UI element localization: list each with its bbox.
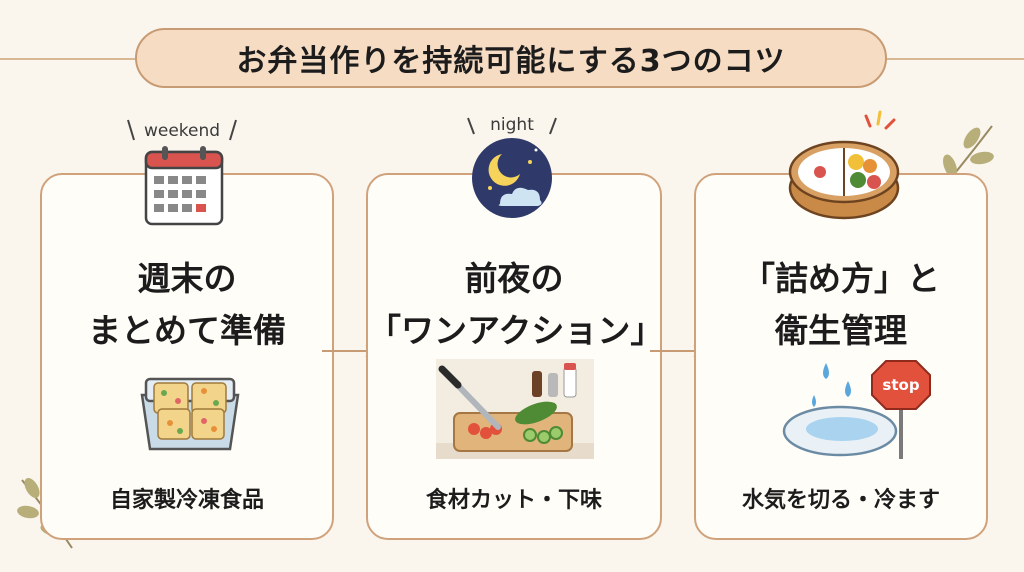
card-caption: 自家製冷凍食品 bbox=[109, 488, 264, 513]
card-night-prep: 前夜の 「ワンアクション」 食材カット・下味 bbox=[366, 173, 664, 540]
moon-cloud-icon: night bbox=[467, 115, 557, 218]
stop-sign-text: stop bbox=[882, 376, 919, 394]
card-title: 前夜の 「ワンアクション」 bbox=[368, 259, 664, 350]
card-caption: 食材カット・下味 bbox=[425, 488, 602, 513]
bento-box-icon bbox=[788, 110, 900, 220]
card-title: 週末の まとめて準備 bbox=[88, 259, 286, 350]
card-caption: 水気を切る・冷ます bbox=[741, 488, 940, 513]
tag-weekend: weekend bbox=[144, 121, 220, 141]
card-title: 「詰め方」と 衛生管理 bbox=[742, 259, 940, 350]
card-weekend-prep: 週末の まとめて準備 自家製冷凍食品 bbox=[40, 173, 334, 540]
tag-night: night bbox=[490, 115, 534, 135]
frozen-food-icon bbox=[140, 377, 240, 451]
calendar-icon: weekend bbox=[127, 119, 237, 226]
cutting-board-icon bbox=[436, 359, 594, 459]
card-packing-hygiene: 「詰め方」と 衛生管理 stop 水気を切る・冷ます bbox=[694, 173, 988, 540]
page-title: お弁当作りを持続可能にする3つのコツ bbox=[135, 28, 887, 88]
stop-sign-icon: stop bbox=[782, 360, 931, 459]
